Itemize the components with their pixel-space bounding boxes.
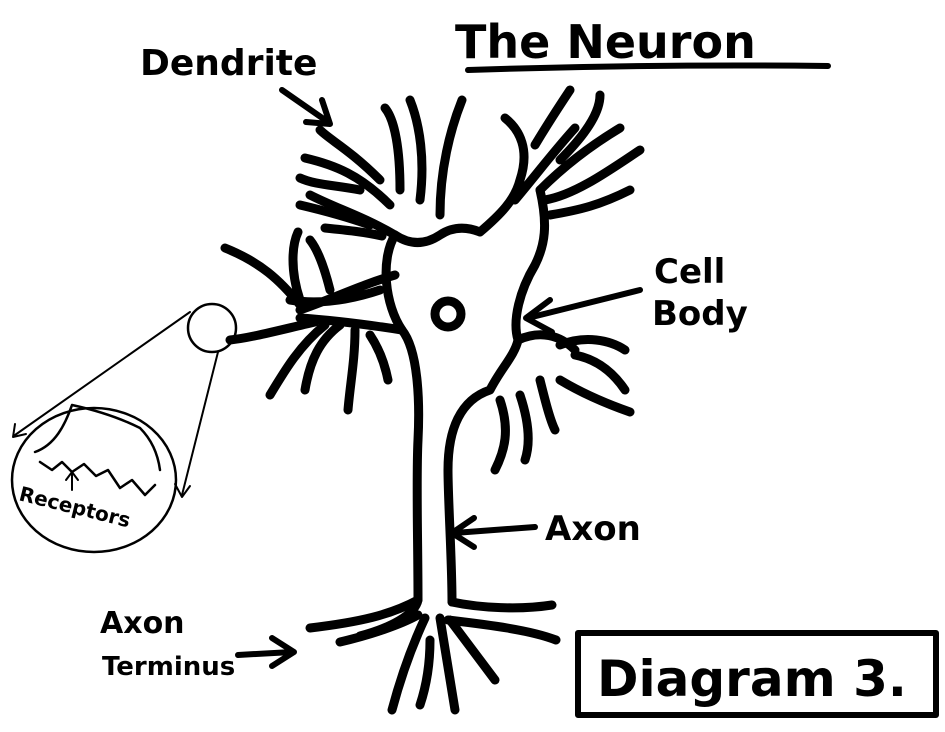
receptors-label: Receptors <box>17 482 133 533</box>
axon-terminus-label-line2: Terminus <box>102 652 235 682</box>
axon-label: Axon <box>545 509 641 549</box>
cell-body-label-line1: Cell <box>654 252 725 292</box>
zoom-line-left <box>15 312 190 435</box>
diagram-title: The Neuron <box>455 15 756 69</box>
receptor-surface-drawing <box>35 405 160 495</box>
axon-terminus-arrow <box>238 638 294 666</box>
receptor-zoom-callout: Receptors <box>12 304 236 552</box>
zoom-line-right <box>182 352 218 495</box>
dendrite-label: Dendrite <box>140 43 317 84</box>
title-underline <box>468 66 828 71</box>
diagram-number-text: Diagram 3. <box>597 650 907 708</box>
diagram-number-badge: Diagram 3. <box>578 633 936 715</box>
neuron-outline <box>225 90 640 710</box>
axon-terminus-label-line1: Axon <box>100 606 185 641</box>
cell-body-label-line2: Body <box>652 294 748 334</box>
axon-arrow <box>452 518 535 547</box>
zoom-source-circle <box>188 304 236 352</box>
cell-body-arrow <box>526 290 640 332</box>
dendrite-arrow <box>282 90 330 124</box>
zoom-magnified-circle <box>12 408 176 552</box>
